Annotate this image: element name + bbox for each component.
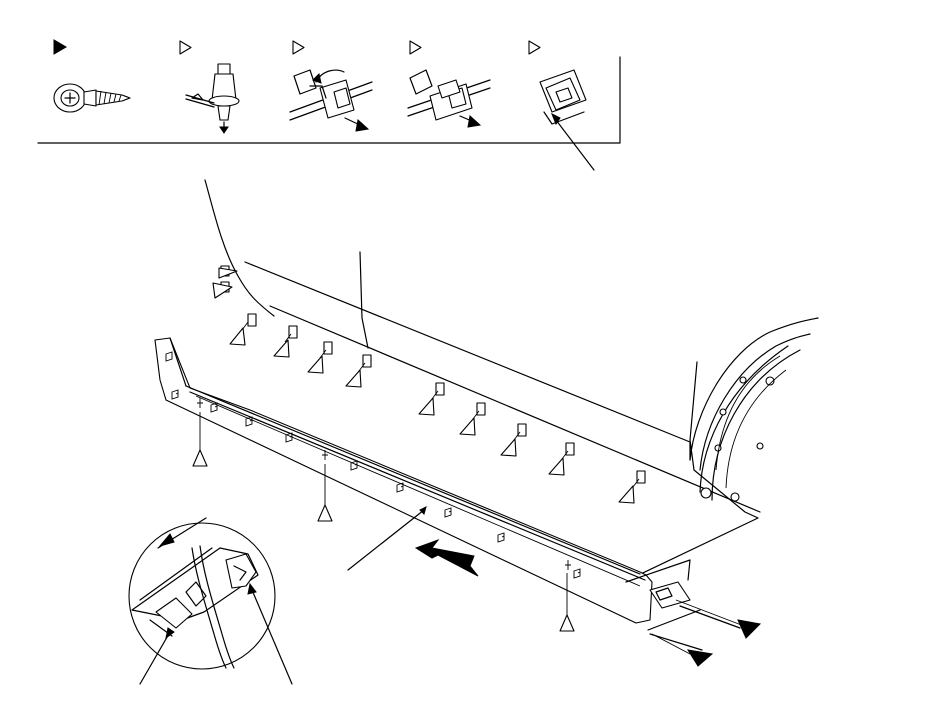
fastener-legend	[37, 39, 621, 171]
leader-arrowhead	[419, 506, 427, 515]
detail-direction-arrowhead	[158, 533, 175, 547]
removal-direction-arrow	[414, 538, 479, 577]
sill-rear-line	[647, 609, 701, 631]
retainer-clip-icon	[539, 69, 595, 171]
outline-triangle-marker-slide-clip	[409, 40, 422, 55]
rear-quarter-edge	[627, 361, 759, 581]
clip-leader-lines	[241, 321, 640, 488]
screw-callouts	[651, 599, 762, 667]
detail-leader-1	[139, 631, 171, 685]
outline-triangle-marker	[229, 327, 246, 346]
outline-triangle-marker-retainer-clip	[528, 40, 541, 55]
sill-panel-ridge-3	[195, 395, 641, 587]
outline-triangle-marker	[218, 267, 238, 279]
vehicle-body-outline	[204, 179, 819, 581]
body-clip	[288, 325, 298, 339]
outline-triangle-marker-push-clip	[179, 40, 192, 55]
detail-body-edge	[191, 547, 227, 669]
rear-wheel-arch	[689, 317, 819, 502]
body-clip	[362, 354, 372, 368]
rotate-clip-icon	[289, 69, 373, 132]
pin-leader-lines	[199, 412, 568, 615]
outline-triangle-marker	[192, 449, 208, 467]
body-clip	[517, 423, 527, 437]
sill-panel-front-edge	[169, 337, 187, 387]
filled-triangle-marker	[737, 619, 762, 639]
body-clip	[636, 470, 646, 484]
filled-triangle-marker-screw	[53, 39, 67, 55]
panel-pin-symbols	[197, 398, 571, 570]
outline-triangle-marker	[317, 504, 333, 522]
body-clip	[565, 442, 575, 456]
body-clip	[476, 402, 486, 416]
screw-icon	[53, 83, 131, 113]
sill-rear-bracket	[649, 581, 691, 609]
front-door-edge	[204, 179, 275, 317]
detail-leader-2	[251, 589, 293, 685]
outline-triangle-marker	[618, 485, 635, 504]
outline-triangle-marker	[273, 339, 290, 358]
body-clip	[323, 341, 333, 355]
sill-panel-ridge-2	[189, 391, 646, 581]
outline-triangle-marker	[500, 438, 517, 457]
outline-triangle-marker-rotate-clip	[292, 40, 305, 55]
outline-triangle-marker	[345, 369, 362, 388]
panel-leader-line	[347, 509, 425, 571]
side-sill-panel	[154, 337, 741, 651]
body-clip	[247, 313, 257, 327]
door-split-line	[359, 251, 369, 349]
sill-rear-tab	[625, 559, 691, 583]
outline-triangle-marker	[307, 355, 324, 374]
detail-clip-foot	[155, 597, 193, 629]
outline-triangle-marker	[459, 417, 476, 436]
clip-detail-view	[128, 517, 293, 685]
panel-clip-holes	[165, 351, 581, 579]
detail-clip-head	[225, 553, 257, 589]
clip-callout-triangles	[192, 267, 635, 632]
outline-triangle-marker	[418, 397, 435, 416]
outline-triangle-marker	[548, 457, 565, 476]
slide-clip-icon	[407, 69, 491, 128]
outline-triangle-marker	[559, 614, 575, 632]
body-clip	[435, 382, 445, 396]
sill-lower-edge	[269, 305, 761, 513]
sill-panel-top-ridge	[185, 385, 641, 575]
legend-border	[37, 56, 621, 144]
push-clip-icon	[185, 63, 240, 134]
filled-triangle-marker	[686, 649, 714, 667]
outline-triangle-marker	[212, 282, 233, 299]
